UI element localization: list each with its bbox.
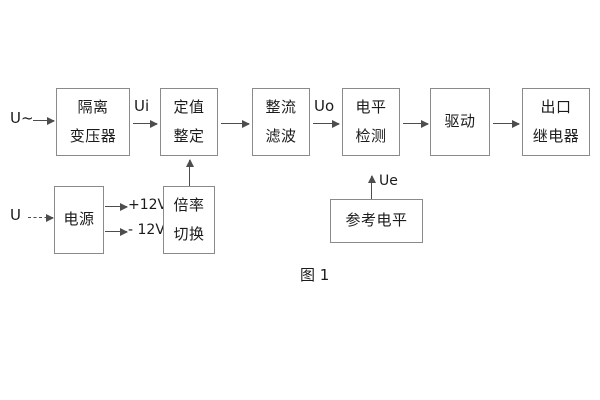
signal-label-uo: Uo bbox=[314, 97, 335, 115]
signal-label-rail-negative: - 12V bbox=[128, 222, 165, 238]
block-level-detection-line-2: 检测 bbox=[355, 126, 387, 145]
block-multiplier-switch: 倍率 切换 bbox=[163, 186, 215, 254]
block-setting-value-line-2: 整定 bbox=[173, 126, 205, 145]
input-label-ac: U~ bbox=[10, 109, 34, 127]
block-multiplier-switch-line-1: 倍率 bbox=[173, 195, 205, 214]
figure-caption: 图 1 bbox=[300, 266, 330, 284]
arrow-reference-level-to-level-detection bbox=[367, 175, 376, 199]
block-isolation-transformer-line-2: 变压器 bbox=[69, 126, 117, 145]
block-output-relay: 出口 继电器 bbox=[522, 88, 590, 156]
block-reference-level: 参考电平 bbox=[330, 199, 423, 243]
block-rectifier-filter-line-2: 滤波 bbox=[265, 126, 297, 145]
signal-label-rail-positive: +12V bbox=[128, 197, 168, 213]
arrow-ac-input-to-isolation-transformer bbox=[33, 116, 55, 125]
block-power-supply: 电源 bbox=[54, 186, 104, 254]
arrow-dc-input-to-power-supply bbox=[28, 214, 54, 222]
block-reference-level-line-1: 参考电平 bbox=[345, 211, 408, 230]
arrow-drive-to-output-relay bbox=[493, 119, 520, 128]
arrow-isolation-transformer-to-setting-value bbox=[133, 119, 158, 128]
block-setting-value: 定值 整定 bbox=[160, 88, 218, 156]
block-drive: 驱动 bbox=[430, 88, 490, 156]
block-multiplier-switch-line-2: 切换 bbox=[173, 224, 205, 243]
arrow-level-detection-to-drive bbox=[403, 119, 429, 128]
arrow-power-supply-rail-positive bbox=[105, 202, 128, 211]
block-setting-value-line-1: 定值 bbox=[173, 97, 205, 116]
input-label-dc: U bbox=[10, 206, 21, 224]
arrow-setting-value-to-rectifier-filter bbox=[221, 119, 250, 128]
block-output-relay-line-1: 出口 bbox=[540, 97, 572, 116]
arrow-rectifier-filter-to-level-detection bbox=[313, 119, 340, 128]
block-rectifier-filter: 整流 滤波 bbox=[252, 88, 310, 156]
block-output-relay-line-2: 继电器 bbox=[532, 126, 580, 145]
block-isolation-transformer-line-1: 隔离 bbox=[77, 97, 109, 116]
block-isolation-transformer: 隔离 变压器 bbox=[56, 88, 130, 156]
block-rectifier-filter-line-1: 整流 bbox=[265, 97, 297, 116]
arrow-power-supply-rail-negative bbox=[105, 227, 128, 236]
block-level-detection-line-1: 电平 bbox=[355, 97, 387, 116]
block-drive-line-1: 驱动 bbox=[444, 112, 476, 131]
arrow-multiplier-switch-to-setting-value bbox=[185, 159, 194, 186]
signal-label-ui: Ui bbox=[134, 97, 150, 115]
block-power-supply-line-1: 电源 bbox=[63, 210, 95, 229]
signal-label-ue: Ue bbox=[379, 173, 398, 189]
block-level-detection: 电平 检测 bbox=[342, 88, 400, 156]
